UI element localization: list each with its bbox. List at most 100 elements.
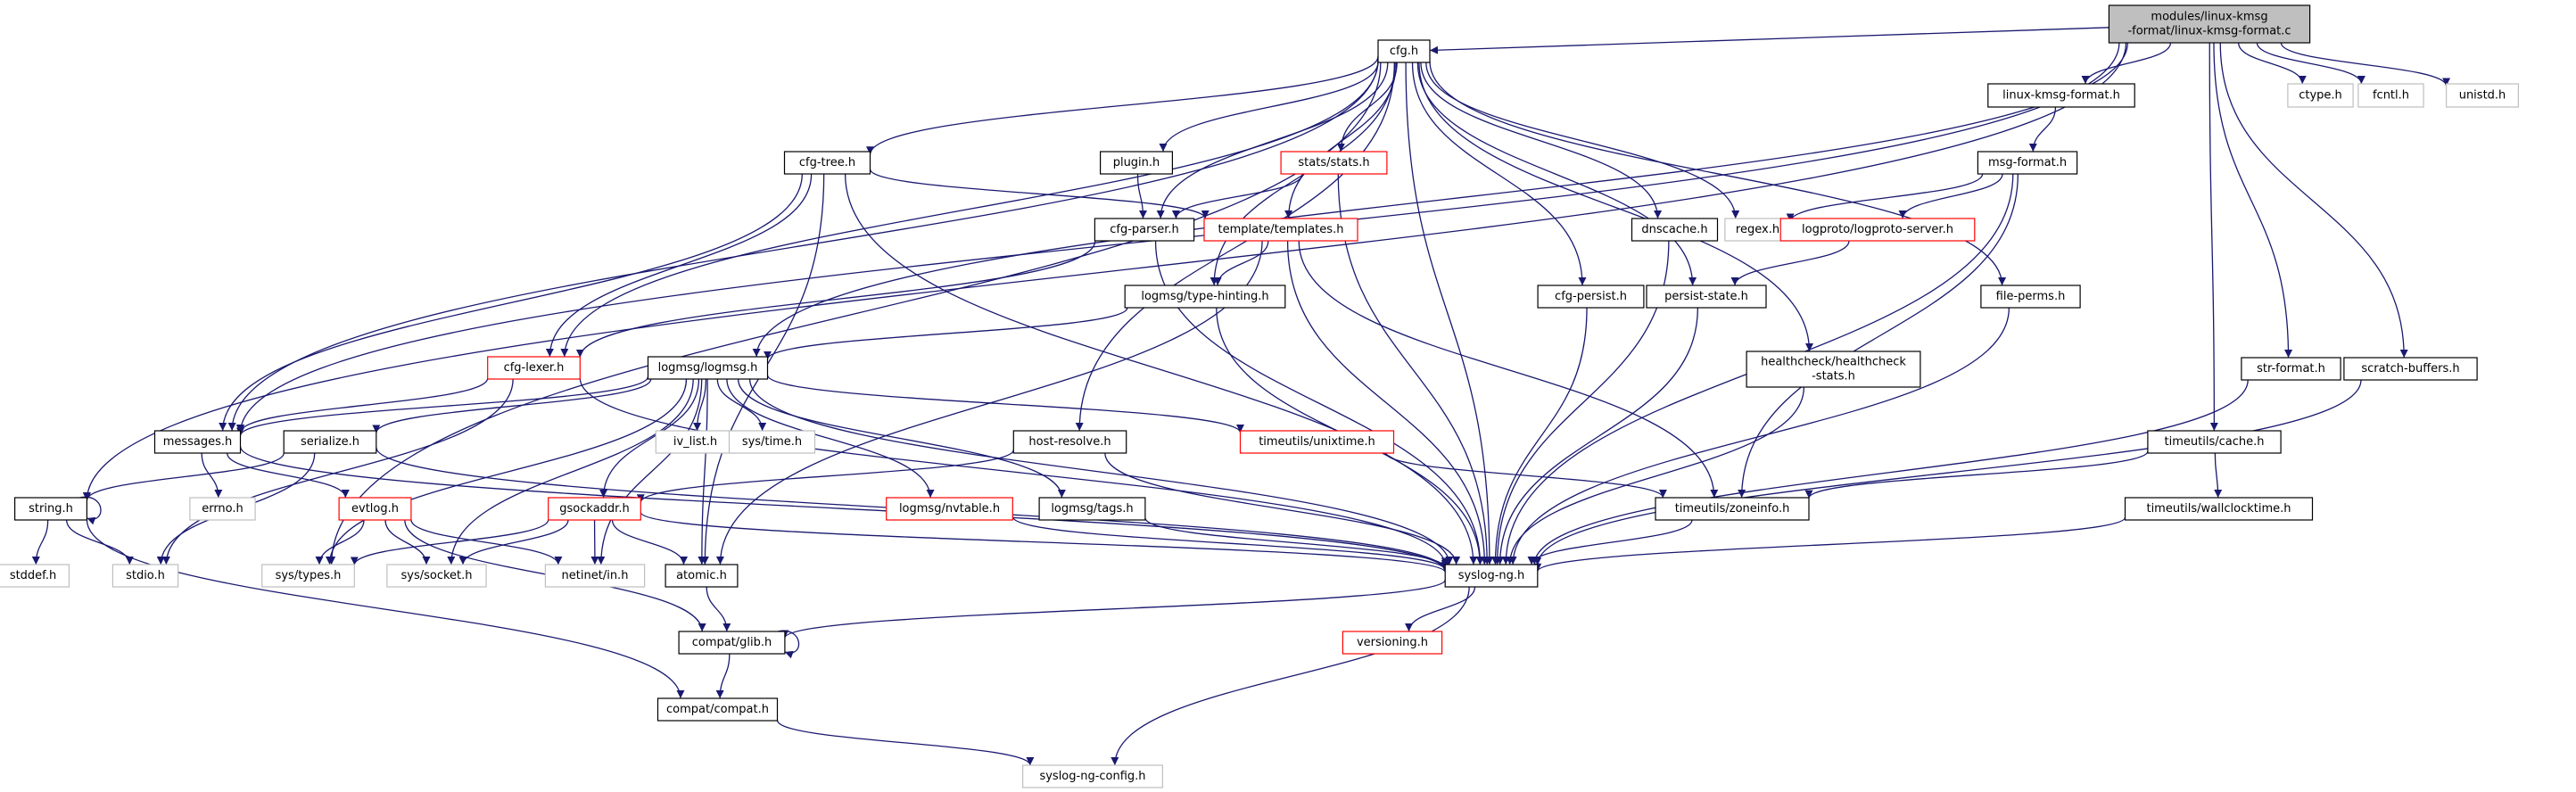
node-logmsg[interactable]: logmsg/logmsg.h bbox=[647, 356, 769, 380]
edge-gsockaddr-to-atomic bbox=[611, 519, 688, 565]
node-cfg[interactable]: cfg.h bbox=[1377, 39, 1431, 63]
edge-cfgtree-to-messages bbox=[219, 173, 803, 432]
node-box bbox=[2108, 4, 2311, 44]
node-fcntl[interactable]: fcntl.h bbox=[2357, 83, 2424, 108]
node-label: versioning.h bbox=[1357, 636, 1428, 649]
node-label: ctype.h bbox=[2299, 89, 2342, 103]
node-label: host-resolve.h bbox=[1028, 435, 1110, 449]
node-systime[interactable]: sys/time.h bbox=[728, 430, 816, 454]
node-ivlist[interactable]: iv_list.h bbox=[655, 430, 736, 454]
node-evtlog[interactable]: evtlog.h bbox=[338, 497, 412, 521]
edge-root-to-fcntl bbox=[2256, 42, 2365, 85]
edge-cfgtree-to-syslogng bbox=[844, 173, 1478, 565]
edge-hostresolve-to-syslogng bbox=[1104, 452, 1461, 565]
node-stats[interactable]: stats/stats.h bbox=[1280, 151, 1388, 175]
node-cfgpersist[interactable]: cfg-persist.h bbox=[1537, 285, 1645, 309]
node-logproto[interactable]: logproto/logproto-server.h bbox=[1779, 218, 1976, 242]
node-glib[interactable]: compat/glib.h bbox=[678, 631, 786, 655]
node-errno[interactable]: errno.h bbox=[189, 497, 256, 521]
edge-templates-to-zoneinfo bbox=[1298, 240, 1719, 499]
node-atomic[interactable]: atomic.h bbox=[665, 564, 739, 588]
node-syslogng[interactable]: syslog-ng.h bbox=[1444, 564, 1539, 588]
node-dnscache[interactable]: dnscache.h bbox=[1631, 218, 1719, 242]
edge-tags-to-syslogng bbox=[1144, 517, 1449, 569]
node-label: logmsg/tags.h bbox=[1051, 502, 1133, 516]
edge-cfgtree-to-cfglexer bbox=[545, 173, 813, 358]
edge-hostresolve-to-gsockaddr bbox=[636, 450, 1014, 503]
node-hostresolve[interactable]: host-resolve.h bbox=[1012, 430, 1127, 454]
node-box bbox=[1012, 430, 1127, 454]
edge-logmsg-to-messages bbox=[236, 375, 649, 436]
node-systypes[interactable]: sys/types.h bbox=[261, 564, 355, 588]
node-gsockaddr[interactable]: gsockaddr.h bbox=[548, 497, 641, 521]
node-plugin[interactable]: plugin.h bbox=[1099, 151, 1173, 175]
node-ctype[interactable]: ctype.h bbox=[2287, 83, 2354, 108]
node-netinet[interactable]: netinet/in.h bbox=[544, 564, 646, 588]
node-typehint[interactable]: logmsg/type-hinting.h bbox=[1124, 285, 1286, 309]
edge-root-to-string bbox=[82, 42, 2127, 501]
node-box bbox=[0, 564, 70, 588]
node-cfglexer[interactable]: cfg-lexer.h bbox=[487, 356, 581, 380]
edge-templates-to-syslogng bbox=[1286, 240, 1489, 565]
node-templates[interactable]: template/templates.h bbox=[1203, 218, 1358, 242]
node-box bbox=[1746, 351, 1921, 388]
edge-compat-to-config bbox=[776, 720, 1035, 766]
node-string[interactable]: string.h bbox=[14, 497, 88, 521]
node-scratch[interactable]: scratch-buffers.h bbox=[2343, 357, 2478, 381]
node-fileperms[interactable]: file-perms.h bbox=[1980, 285, 2081, 309]
edge-cfgpersist-to-syslogng bbox=[1490, 307, 1588, 565]
node-label: unistd.h bbox=[2459, 89, 2506, 103]
node-msgformat[interactable]: msg-format.h bbox=[1977, 151, 2078, 175]
node-zoneinfo[interactable]: timeutils/zoneinfo.h bbox=[1655, 497, 1810, 521]
node-unistd[interactable]: unistd.h bbox=[2446, 83, 2520, 108]
node-label: dnscache.h bbox=[1641, 223, 1707, 236]
node-syssocket[interactable]: sys/socket.h bbox=[386, 564, 487, 588]
node-serialize[interactable]: serialize.h bbox=[283, 430, 377, 454]
edge-logmsg-to-netinet bbox=[597, 378, 703, 565]
node-label: string.h bbox=[29, 502, 73, 516]
edge-plugin-to-cfgparser bbox=[1136, 173, 1147, 219]
node-label: iv_list.h bbox=[673, 435, 717, 449]
node-box bbox=[338, 497, 412, 521]
edge-logmsg-to-systypes bbox=[326, 378, 688, 565]
node-box bbox=[783, 151, 871, 175]
node-lkf[interactable]: linux-kmsg-format.h bbox=[1987, 83, 2135, 108]
edge-cfglexer-to-messages bbox=[236, 377, 489, 433]
node-unixtime[interactable]: timeutils/unixtime.h bbox=[1239, 430, 1395, 454]
node-persist[interactable]: persist-state.h bbox=[1646, 285, 1767, 309]
edge-root-to-lkf bbox=[2081, 42, 2172, 85]
edge-glib-to-compat bbox=[715, 653, 731, 699]
node-strformat[interactable]: str-format.h bbox=[2241, 357, 2341, 381]
edge-logproto-to-persist bbox=[1730, 240, 1850, 286]
node-box bbox=[1655, 497, 1810, 521]
node-regex[interactable]: regex.h bbox=[1724, 218, 1791, 242]
node-box bbox=[261, 564, 355, 588]
node-compat[interactable]: compat/compat.h bbox=[656, 697, 779, 722]
edge-cfg-to-healthcheck bbox=[1418, 62, 1813, 352]
node-box bbox=[1280, 151, 1388, 175]
node-box bbox=[2287, 83, 2354, 108]
node-nvtable[interactable]: logmsg/nvtable.h bbox=[886, 497, 1013, 521]
node-label: template/templates.h bbox=[1218, 223, 1344, 236]
node-cfgparser[interactable]: cfg-parser.h bbox=[1094, 218, 1195, 242]
node-box bbox=[1537, 285, 1645, 309]
node-wallclock[interactable]: timeutils/wallclocktime.h bbox=[2124, 497, 2314, 521]
node-messages[interactable]: messages.h bbox=[153, 430, 242, 454]
node-box bbox=[1779, 218, 1976, 242]
node-tucache[interactable]: timeutils/cache.h bbox=[2147, 430, 2282, 454]
node-stddef[interactable]: stddef.h bbox=[0, 564, 70, 588]
edge-messages-to-evtlog bbox=[227, 452, 350, 499]
node-label: timeutils/wallclocktime.h bbox=[2146, 502, 2291, 516]
node-tags[interactable]: logmsg/tags.h bbox=[1038, 497, 1146, 521]
edge-cfg-to-regex bbox=[1425, 62, 1740, 219]
edge-logmsg-to-atomic bbox=[698, 378, 708, 565]
node-healthcheck[interactable]: healthcheck/healthcheck-stats.h bbox=[1746, 351, 1921, 388]
node-stdio[interactable]: stdio.h bbox=[111, 564, 179, 588]
nodes-layer: modules/linux-kmsg-format/linux-kmsg-for… bbox=[0, 4, 2520, 788]
edge-typehint-to-logmsg bbox=[764, 307, 1128, 360]
node-cfgtree[interactable]: cfg-tree.h bbox=[783, 151, 871, 175]
edge-unixtime-to-zoneinfo bbox=[1385, 452, 1667, 499]
node-versioning[interactable]: versioning.h bbox=[1342, 631, 1443, 655]
node-root[interactable]: modules/linux-kmsg-format/linux-kmsg-for… bbox=[2108, 4, 2311, 44]
node-config[interactable]: syslog-ng-config.h bbox=[1021, 764, 1163, 788]
